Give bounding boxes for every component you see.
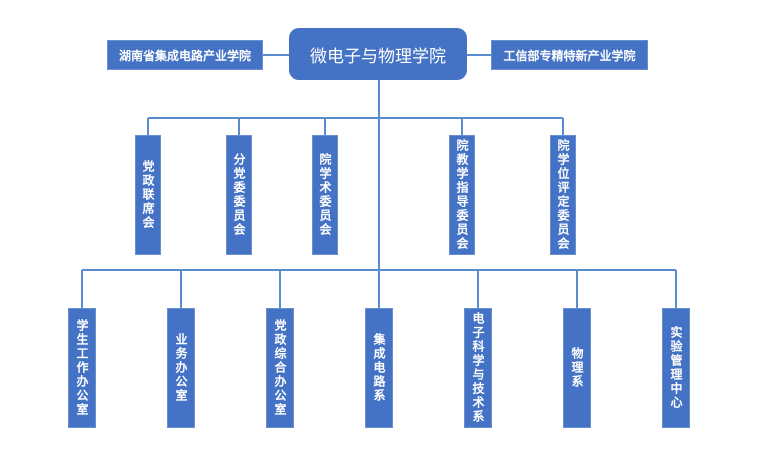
committee-node: 院学位评定委员会 xyxy=(550,135,576,255)
department-label: 集成电路系 xyxy=(372,333,386,403)
department-node: 物理系 xyxy=(563,308,591,428)
department-label: 业务办公室 xyxy=(174,333,188,403)
root-node: 微电子与物理学院 xyxy=(289,28,467,80)
committee-label: 院教学指导委员会 xyxy=(455,139,469,251)
committee-label: 党政联席会 xyxy=(141,160,155,230)
side-node-left: 湖南省集成电路产业学院 xyxy=(107,40,263,70)
department-label: 学生工作办公室 xyxy=(75,319,89,417)
department-node: 实验管理中心 xyxy=(662,308,690,428)
department-label: 实验管理中心 xyxy=(669,326,683,410)
department-node: 学生工作办公室 xyxy=(68,308,96,428)
committee-node: 党政联席会 xyxy=(135,135,161,255)
root-label: 微电子与物理学院 xyxy=(310,46,446,67)
department-node: 电子科学与技术系 xyxy=(464,308,492,428)
committee-node: 分党委委员会 xyxy=(226,135,252,255)
side-node-right: 工信部专精特新产业学院 xyxy=(491,40,648,70)
department-node: 业务办公室 xyxy=(167,308,195,428)
department-node: 党政综合办公室 xyxy=(266,308,294,428)
committee-label: 院学术委员会 xyxy=(318,153,332,237)
side-right-label: 工信部专精特新产业学院 xyxy=(503,48,636,63)
department-node: 集成电路系 xyxy=(365,308,393,428)
department-label: 物理系 xyxy=(570,347,584,389)
department-label: 党政综合办公室 xyxy=(273,319,287,417)
committee-label: 分党委委员会 xyxy=(232,153,246,237)
committee-label: 院学位评定委员会 xyxy=(556,139,570,251)
committee-node: 院学术委员会 xyxy=(312,135,338,255)
side-left-label: 湖南省集成电路产业学院 xyxy=(118,48,251,63)
committee-node: 院教学指导委员会 xyxy=(449,135,475,255)
department-label: 电子科学与技术系 xyxy=(471,312,485,424)
